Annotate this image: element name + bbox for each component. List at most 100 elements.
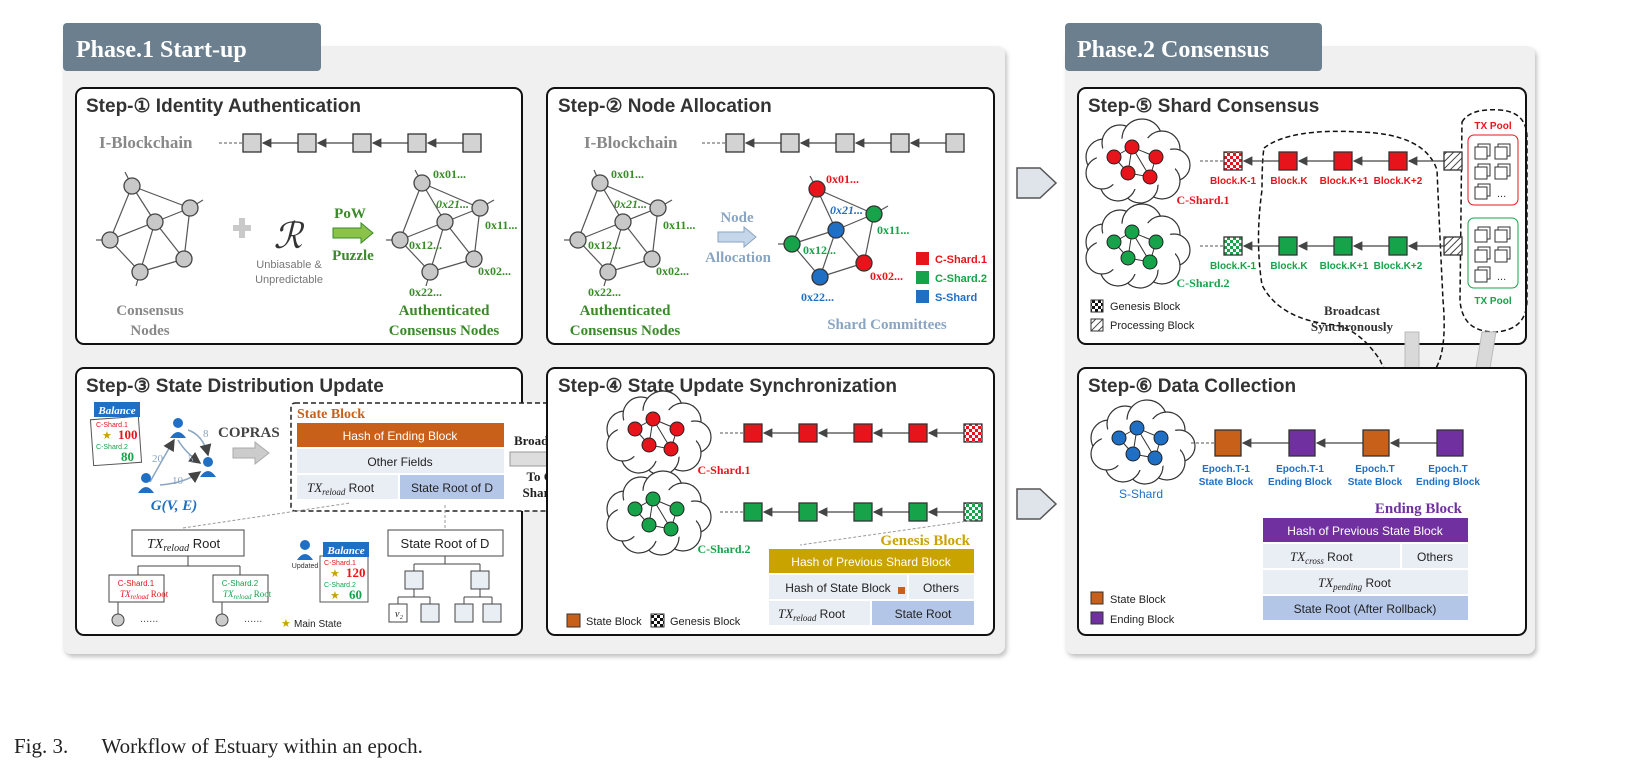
svg-text:TXpending Root: TXpending Root (1318, 575, 1392, 592)
svg-text:Ending Block: Ending Block (1268, 477, 1332, 488)
chain-block (1288, 429, 1316, 457)
figure-number: Fig. 3. (14, 734, 69, 758)
svg-text:State Root: State Root (895, 607, 952, 621)
legend-cshard1: C-Shard.1 (935, 254, 987, 266)
legend-cshard2: C-Shard.2 (935, 273, 987, 285)
chain-block (853, 423, 873, 443)
chain-block (462, 133, 482, 153)
address-0x02: 0x02... (478, 264, 511, 278)
chain-block (853, 502, 873, 522)
svg-text:TXcross Root: TXcross Root (1290, 549, 1353, 566)
auth-nodes-label-2: Consensus Nodes (570, 323, 681, 339)
svg-text:Epoch.T: Epoch.T (1355, 464, 1394, 475)
legend-state-block-square (566, 613, 581, 628)
svg-text:TXreload Root: TXreload Root (120, 589, 169, 601)
cloud-node (1124, 139, 1140, 155)
tx-doc (1474, 249, 1488, 263)
cloud-node (641, 517, 657, 533)
chain-block (743, 502, 763, 522)
pow-label: PoW (334, 206, 366, 222)
tx-doc (1494, 229, 1508, 243)
step5-title: Step-⑤ Shard Consensus (1088, 96, 1319, 117)
tree-leaf-cshard1 (108, 574, 165, 603)
copras-arrow (232, 440, 270, 466)
genesis-block-detail: Genesis Block Hash of Previous Shard Blo… (769, 533, 974, 625)
address-0x11: 0x11... (485, 218, 517, 232)
tx-reload-root-node (131, 529, 245, 557)
chain-block (1362, 429, 1390, 457)
cloud-node (669, 501, 685, 517)
alloc-address-0x01: 0x01... (826, 172, 859, 186)
tx-doc (1474, 166, 1488, 180)
tx-doc (1494, 166, 1508, 180)
unbiasable-label: Unbiasable & (256, 259, 322, 271)
chain-block (1333, 236, 1353, 256)
state-block-title: State Block (297, 407, 365, 422)
step2-title: Step-② Node Allocation (558, 96, 772, 117)
address-0x02: 0x02... (656, 264, 689, 278)
svg-text:TXreload Root: TXreload Root (147, 536, 221, 554)
star-icon: ★ (102, 430, 112, 442)
pow-arrow (332, 221, 374, 245)
allocation-label: Allocation (705, 250, 771, 266)
cloud-node (1106, 149, 1122, 165)
legend-red-square (916, 252, 929, 265)
svg-text:Others: Others (1417, 550, 1453, 564)
step1-title: Step-① Identity Authentication (86, 96, 361, 117)
chain-block (1278, 151, 1298, 171)
svg-text:C-Shard.2: C-Shard.2 (324, 582, 356, 589)
alloc-address-0x02: 0x02... (870, 269, 903, 283)
broadcast-region (1257, 130, 1445, 383)
step6-title: Step-⑥ Data Collection (1088, 376, 1296, 397)
step4-title: Step-④ State Update Synchronization (558, 376, 897, 397)
chain-block (352, 133, 372, 153)
svg-text:Hash of Previous Shard Block: Hash of Previous Shard Block (791, 555, 951, 569)
step5-box: Step-⑤ Shard Consensus C-Shard.1 C-Shard… (1077, 87, 1528, 383)
tx-reload: TX (307, 480, 323, 495)
sshard-label: S-Shard (1119, 487, 1163, 501)
tx-doc (1494, 249, 1508, 263)
ellipsis: ...... (244, 613, 262, 625)
svg-text:Block.K+1: Block.K+1 (1320, 176, 1369, 187)
cloud-node (663, 441, 679, 457)
tx-doc (1474, 229, 1488, 243)
ellipsis: ...... (140, 613, 158, 625)
tx-doc (1474, 186, 1488, 200)
legend-ending-block: Ending Block (1110, 614, 1175, 626)
tx-doc (1494, 146, 1508, 160)
svg-text:State Root (After Rollback): State Root (After Rollback) (1294, 602, 1437, 616)
svg-text:Block.K-1: Block.K-1 (1210, 176, 1257, 187)
shard-committees-label: Shard Committees (827, 317, 947, 333)
cshard1-cloud (1085, 118, 1191, 204)
ending-block-detail: Ending Block Hash of Previous State Bloc… (1263, 501, 1468, 620)
cloud-node (1111, 430, 1127, 446)
address-0x01: 0x01... (433, 167, 466, 181)
txpool-label-green: TX Pool (1474, 296, 1511, 307)
state-root-of-d-label: State Root of D (401, 536, 490, 551)
legend-processing-square (1090, 318, 1104, 332)
balance-value-1: 100 (118, 427, 138, 442)
svg-text:Others: Others (923, 581, 959, 595)
legend-green-square (916, 271, 929, 284)
other-fields: Other Fields (367, 455, 432, 469)
alloc-address-0x21: 0x21... (830, 203, 863, 217)
broadcast-sync-label-1: Broadcast (1324, 303, 1381, 318)
star-icon: ★ (281, 618, 291, 630)
edge-weight: 8 (203, 428, 209, 440)
sshard-cloud (1090, 399, 1196, 485)
cshard2-label: C-Shard.2 (697, 542, 750, 556)
address-0x12: 0x12... (409, 238, 442, 252)
figure-caption-text: Workflow of Estuary within an epoch. (101, 734, 423, 758)
balance-card-before: Balance C-Shard.1 ★ 100 C-Shard.2 80 (89, 402, 143, 467)
cloud-node (1129, 420, 1145, 436)
allocation-arrow (717, 225, 757, 249)
alloc-address-0x12: 0x12... (803, 243, 836, 257)
balance-shard1: C-Shard.1 (96, 422, 128, 429)
edge-weight: 10 (172, 475, 184, 487)
address-0x21: 0x21... (436, 197, 469, 211)
address-0x11: 0x11... (663, 218, 695, 232)
chain-block (1443, 236, 1463, 256)
svg-text:TXreload Root: TXreload Root (307, 480, 375, 497)
step1-box: Step-① Identity Authentication I-Blockch… (75, 87, 523, 345)
